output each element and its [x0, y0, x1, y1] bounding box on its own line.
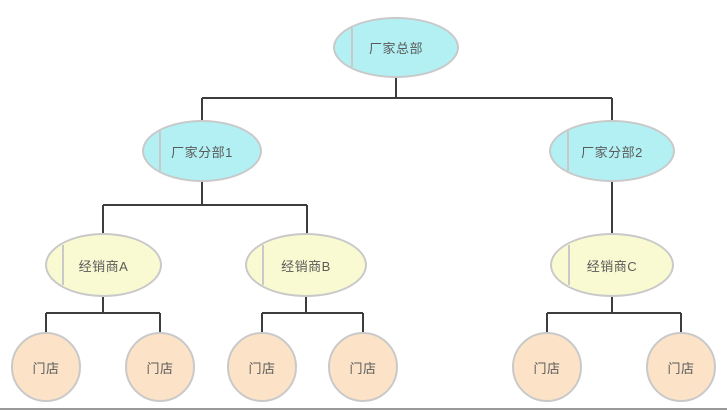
node-label: 经销商A — [78, 258, 129, 274]
node-store-1[interactable]: 门店 — [11, 332, 81, 402]
edge-dealerC-to-stores — [546, 297, 682, 335]
node-divider — [262, 244, 265, 286]
node-divider — [566, 131, 569, 171]
node-label: 厂家分部1 — [171, 144, 233, 160]
node-label: 门店 — [349, 360, 377, 376]
node-label: 经销商B — [281, 258, 331, 274]
node-store-2[interactable]: 门店 — [125, 332, 195, 402]
node-label: 门店 — [146, 360, 174, 376]
node-factory-branch-2[interactable]: 厂家分部2 — [549, 120, 675, 182]
node-store-4[interactable]: 门店 — [328, 332, 398, 402]
node-label: 门店 — [32, 360, 60, 376]
node-divider — [350, 28, 353, 67]
edge-branch1-to-dealers — [102, 182, 308, 236]
edge-hq-to-branches — [201, 78, 613, 123]
node-factory-hq[interactable]: 厂家总部 — [333, 17, 459, 78]
edge-dealerA-to-stores — [45, 297, 161, 335]
node-label: 门店 — [533, 360, 561, 376]
node-label: 门店 — [248, 360, 276, 376]
node-store-6[interactable]: 门店 — [646, 332, 716, 402]
node-divider — [159, 131, 162, 171]
node-label: 厂家总部 — [368, 41, 423, 56]
canvas-bottom-edge-line — [0, 408, 727, 410]
node-divider — [61, 244, 64, 286]
node-factory-branch-1[interactable]: 厂家分部1 — [142, 120, 262, 182]
node-divider — [567, 244, 570, 286]
node-store-5[interactable]: 门店 — [512, 332, 582, 402]
node-dealer-c[interactable]: 经销商C — [550, 233, 674, 297]
edge-dealerB-to-stores — [261, 297, 364, 335]
node-dealer-b[interactable]: 经销商B — [245, 233, 367, 297]
node-label: 厂家分部2 — [581, 144, 643, 160]
node-label: 门店 — [667, 360, 695, 376]
node-label: 经销商C — [586, 258, 638, 274]
node-store-3[interactable]: 门店 — [227, 332, 297, 402]
node-dealer-a[interactable]: 经销商A — [45, 233, 162, 297]
